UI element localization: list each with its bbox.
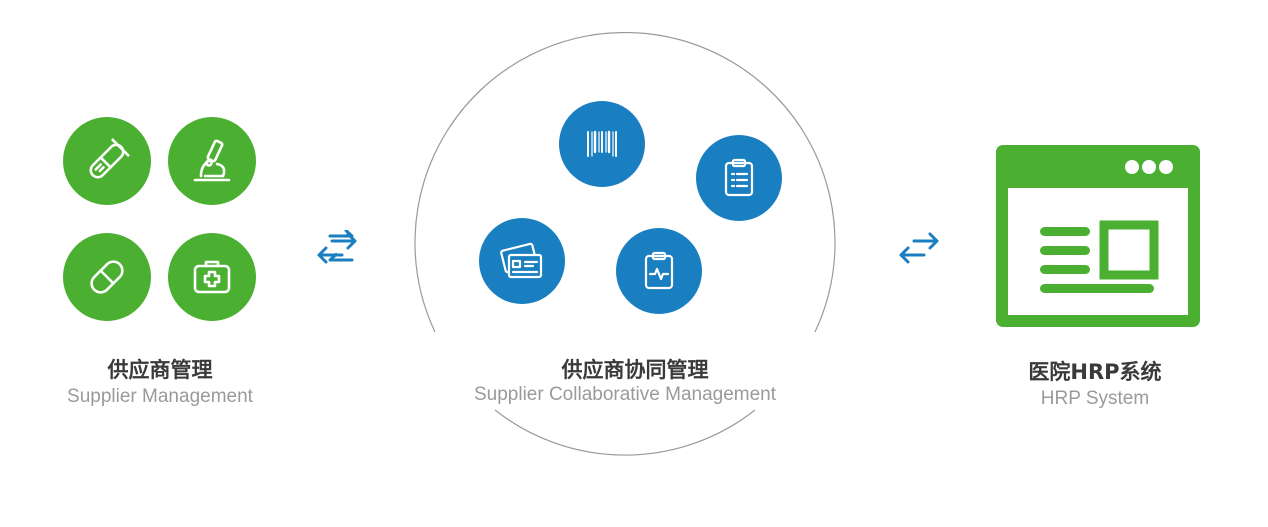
supplier-management-title: 供应商管理: [107, 358, 213, 382]
test-tube-icon: [63, 117, 151, 205]
supplier-management-subtitle: Supplier Management: [67, 386, 253, 407]
id-cards-icon: [479, 218, 565, 304]
hospital-hrp-title: 医院HRP系统: [1028, 360, 1162, 384]
pill-capsule-icon: [63, 233, 151, 321]
browser-window-icon: [996, 145, 1200, 327]
exchange-arrows-icon: [316, 230, 358, 266]
clipboard-list-icon: [696, 135, 782, 221]
exchange-arrows-icon: [898, 230, 940, 266]
hospital-hrp-subtitle: HRP System: [1040, 388, 1150, 409]
supplier-collaborative-title: 供应商协同管理: [561, 358, 709, 382]
supplier-collaborative-subtitle: Supplier Collaborative Management: [473, 384, 777, 405]
barcode-icon: [559, 101, 645, 187]
collaboration-ring: [414, 32, 836, 456]
clipboard-heartbeat-icon: [616, 228, 702, 314]
first-aid-kit-icon: [168, 233, 256, 321]
microscope-icon: [168, 117, 256, 205]
